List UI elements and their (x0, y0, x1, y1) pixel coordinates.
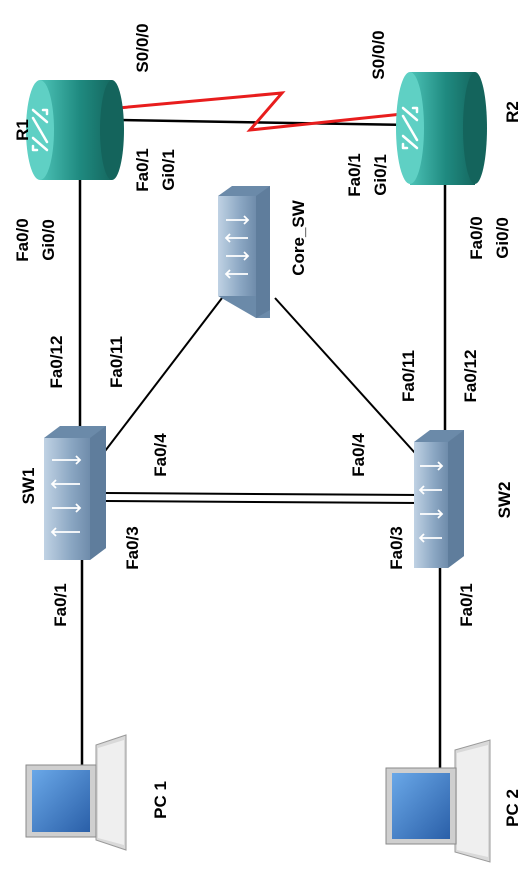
port-label: Fa0/3 (123, 526, 142, 569)
computer-icon (25, 734, 127, 851)
port-label: Fa0/12 (47, 336, 66, 389)
port-label: Gi0/0 (493, 217, 512, 259)
pc2-label: PC 2 (503, 789, 522, 827)
link-core-sw2 (274, 297, 416, 454)
port-label: Fa0/0 (13, 218, 32, 261)
switch-icon (44, 426, 106, 560)
link-core-sw1 (101, 297, 223, 456)
port-label: Gi0/0 (39, 219, 58, 261)
switch-sw1[interactable]: SW1 (19, 426, 106, 560)
sw1-label: SW1 (19, 468, 38, 505)
switch-icon (218, 186, 270, 318)
switch-icon (414, 430, 464, 568)
pc1-label: PC 1 (151, 781, 170, 819)
router-r2[interactable]: R2 (396, 72, 522, 185)
link-r1-r2-ethernet (117, 118, 413, 127)
port-label: Fa0/11 (399, 350, 418, 402)
link-r1-r2-serial (117, 91, 413, 132)
port-label: Fa0/11 (107, 336, 126, 388)
port-label: Fa0/12 (461, 350, 480, 403)
router-r1[interactable]: R1 (13, 80, 124, 180)
r2-label: R2 (503, 101, 522, 123)
port-label: Fa0/0 (467, 216, 486, 259)
core-sw-label: Core_SW (289, 199, 308, 276)
sw2-label: SW2 (495, 482, 514, 519)
pc-2[interactable]: PC 2 (385, 739, 522, 863)
computer-icon (385, 739, 491, 863)
port-label: S0/0/0 (133, 23, 152, 72)
pc-screen (392, 773, 450, 839)
port-label: Fa0/3 (387, 526, 406, 569)
link-sw1-sw2-a (105, 492, 421, 496)
links (78, 91, 447, 770)
link-sw1-sw2-b (105, 500, 421, 504)
router-icon (396, 72, 487, 185)
port-label: Fa0/1 (51, 583, 70, 626)
router-icon (26, 80, 124, 180)
port-label: Fa0/4 (151, 433, 170, 477)
port-label: Fa0/1 (133, 148, 152, 191)
port-label: Gi0/1 (159, 149, 178, 191)
switch-sw2[interactable]: SW2 (414, 430, 514, 568)
port-label: Fa0/4 (349, 433, 368, 477)
port-label: Fa0/1 (345, 153, 364, 196)
pc-1[interactable]: PC 1 (25, 734, 170, 851)
port-label: S0/0/0 (369, 30, 388, 79)
r1-label: R1 (13, 119, 32, 141)
port-labels: S0/0/0 S0/0/0 Fa0/1 Gi0/1 Fa0/1 Gi0/1 Fa… (13, 23, 512, 626)
core-switch[interactable]: Core_SW (218, 186, 308, 318)
pc-screen (32, 770, 90, 832)
port-label: Fa0/1 (457, 583, 476, 626)
port-label: Gi0/1 (371, 154, 390, 196)
